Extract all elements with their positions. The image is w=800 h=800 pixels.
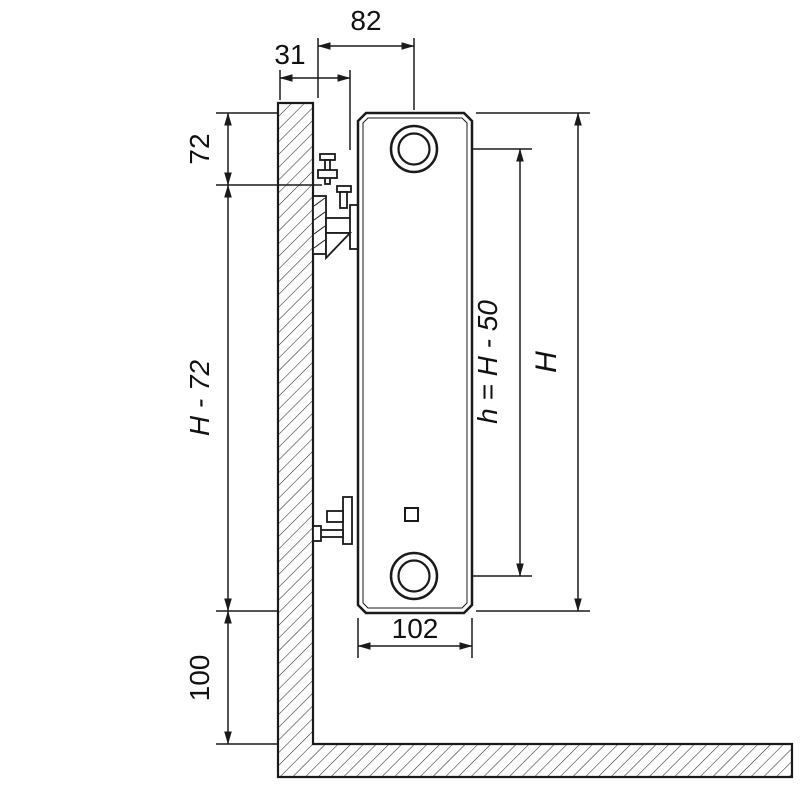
clip-stem bbox=[339, 191, 348, 209]
bolt-head bbox=[312, 525, 322, 542]
dim-upper-gap-label: 72 bbox=[184, 133, 215, 164]
dimension-lines bbox=[224, 42, 582, 745]
bottom-hook-plate bbox=[342, 496, 353, 545]
bracket-gusset bbox=[325, 232, 353, 261]
dim-top-offset-label: 31 bbox=[274, 39, 305, 70]
dimension-labels: 82 31 72 H - 72 100 H h = H - 50 102 bbox=[184, 5, 563, 701]
dim-top-width-label: 82 bbox=[350, 5, 381, 36]
radiator-body bbox=[356, 111, 474, 615]
top-pipe-connection-inner bbox=[397, 132, 431, 166]
top-mounting-bracket bbox=[312, 153, 359, 261]
bottom-arm bbox=[326, 510, 344, 523]
bolt-stem bbox=[319, 529, 344, 538]
vent-square-port bbox=[404, 507, 419, 522]
dim-floor-clearance-label: 100 bbox=[184, 655, 215, 702]
dim-radiator-depth-label: 102 bbox=[392, 613, 439, 644]
radiator-outline bbox=[356, 111, 474, 615]
radiator-inner-line bbox=[362, 117, 468, 609]
bottom-mounting-bracket bbox=[312, 496, 353, 545]
wall-and-floor-section bbox=[276, 101, 794, 779]
dim-connection-spacing-label: h = H - 50 bbox=[472, 300, 503, 424]
bracket-arm bbox=[325, 217, 353, 234]
dim-mid-height-label: H - 72 bbox=[184, 359, 215, 436]
dim-total-height-label: H bbox=[530, 351, 563, 373]
vent-nut bbox=[317, 169, 338, 179]
bottom-pipe-connection-inner bbox=[397, 559, 431, 593]
